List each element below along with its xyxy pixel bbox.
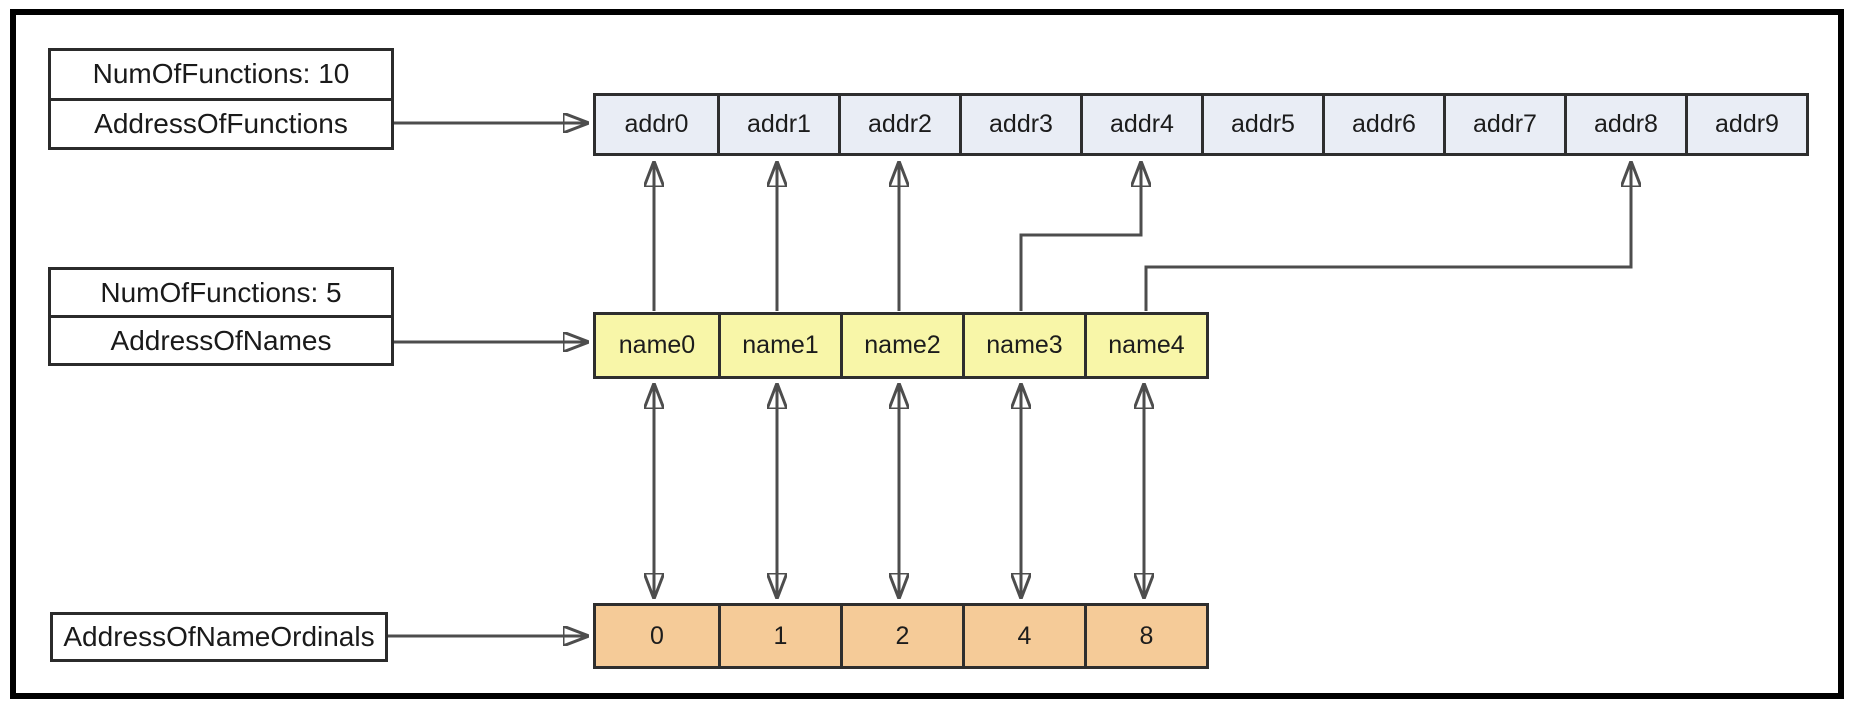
ordinals-legend-box: AddressOfNameOrdinals xyxy=(50,612,388,662)
addr-cell-4: addr4 xyxy=(1080,96,1201,153)
name-cell-4: name4 xyxy=(1084,315,1206,376)
names-legend-box: NumOfFunctions: 5 AddressOfNames xyxy=(48,267,394,366)
name-cell-1: name1 xyxy=(718,315,840,376)
name-cell-2: name2 xyxy=(840,315,962,376)
address-of-functions-array: addr0 addr1 addr2 addr3 addr4 addr5 addr… xyxy=(593,93,1809,156)
addr-cell-2: addr2 xyxy=(838,96,959,153)
ordinal-cell-4: 8 xyxy=(1084,606,1206,666)
name-cell-3: name3 xyxy=(962,315,1084,376)
functions-legend-box: NumOfFunctions: 10 AddressOfFunctions xyxy=(48,48,394,150)
addr-cell-3: addr3 xyxy=(959,96,1080,153)
addr-cell-5: addr5 xyxy=(1201,96,1322,153)
ordinal-cell-2: 2 xyxy=(840,606,962,666)
ordinal-cell-3: 4 xyxy=(962,606,1084,666)
addr-cell-8: addr8 xyxy=(1564,96,1685,153)
ordinal-cell-1: 1 xyxy=(718,606,840,666)
addr-cell-9: addr9 xyxy=(1685,96,1806,153)
addr-cell-0: addr0 xyxy=(596,96,717,153)
addr-cell-6: addr6 xyxy=(1322,96,1443,153)
addr-cell-1: addr1 xyxy=(717,96,838,153)
address-of-names-array: name0 name1 name2 name3 name4 xyxy=(593,312,1209,379)
name-cell-0: name0 xyxy=(596,315,718,376)
num-of-functions-5-label: NumOfFunctions: 5 xyxy=(100,276,342,308)
address-of-name-ordinals-label: AddressOfNameOrdinals xyxy=(63,621,375,652)
address-of-functions-label: AddressOfFunctions xyxy=(51,97,391,148)
outer-frame xyxy=(10,9,1844,699)
addr-cell-7: addr7 xyxy=(1443,96,1564,153)
address-of-names-label: AddressOfNames xyxy=(51,315,391,363)
num-of-functions-10-label: NumOfFunctions: 10 xyxy=(92,58,350,90)
address-of-name-ordinals-array: 0 1 2 4 8 xyxy=(593,603,1209,669)
ordinal-cell-0: 0 xyxy=(596,606,718,666)
